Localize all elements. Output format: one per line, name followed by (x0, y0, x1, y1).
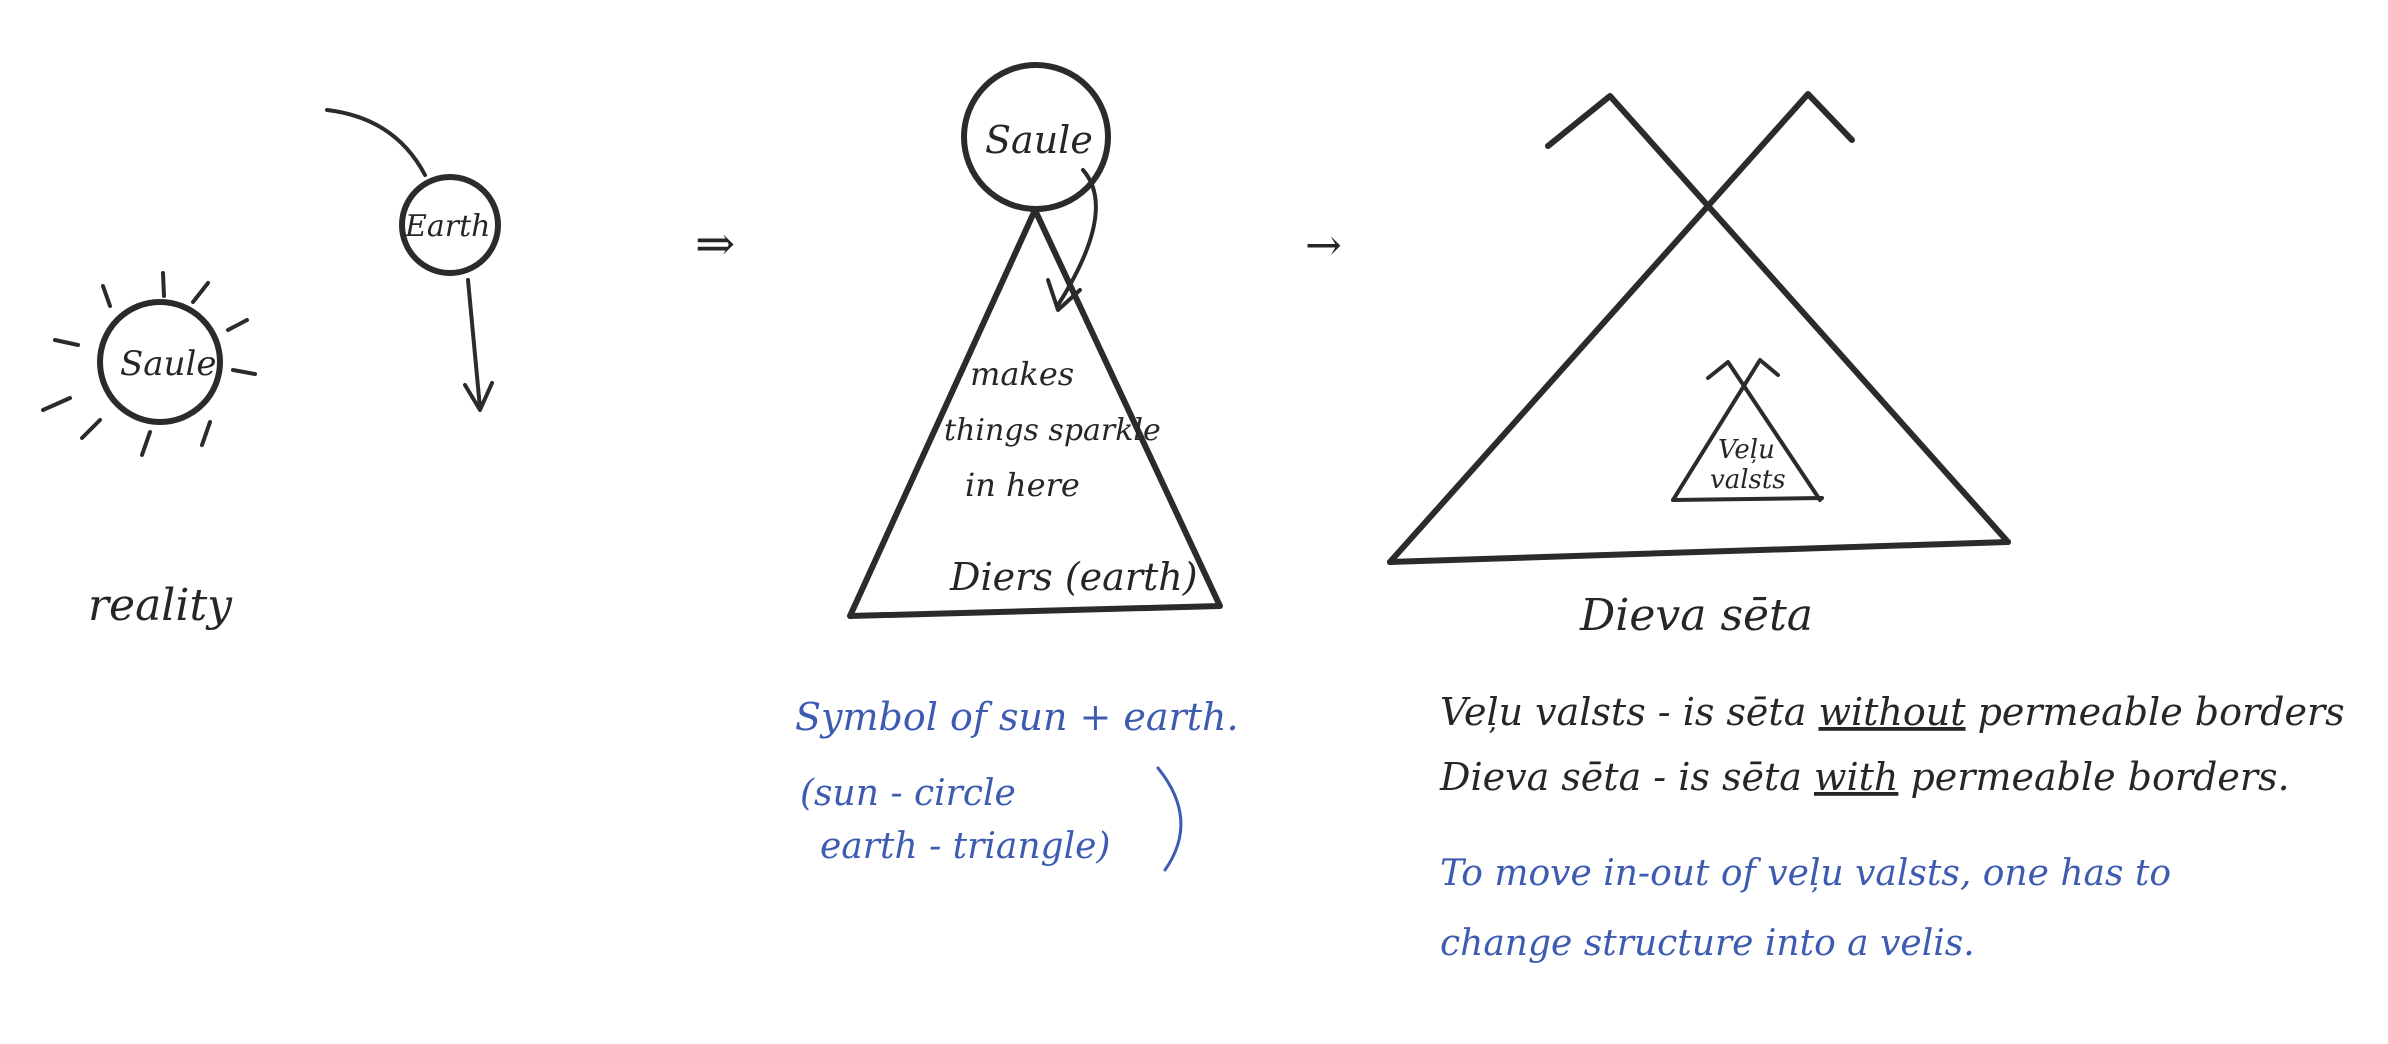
inside-text-line1: makes (970, 355, 1074, 393)
symbol-note-line2: (sun - circle (800, 773, 1016, 814)
inside-text-line3: in here (965, 466, 1080, 504)
velu-valsts-icon (1671, 358, 1824, 502)
panel-seta: Veļu valsts Dieva sēta Veļu valsts - is … (1387, 91, 2345, 964)
seta-text-line2: Dieva sēta - is sēta with permeable bord… (1439, 755, 2290, 799)
seta-line1-part-a: Veļu valsts - is sēta (1440, 690, 1818, 734)
arrow-icon: → (1305, 220, 1342, 271)
sun-icon (41, 271, 257, 457)
seta-note-line2: change structure into a velis. (1440, 923, 1975, 964)
inside-text-line2: things sparkle (944, 413, 1161, 448)
earth-icon (325, 108, 501, 412)
sun-label: Saule (120, 344, 216, 384)
seta-note-line1: To move in-out of veļu valsts, one has t… (1440, 853, 2171, 894)
symbol-note-line3: earth - triangle) (820, 826, 1110, 867)
saule-label: Saule (985, 118, 1093, 162)
diers-label: Diers (earth) (949, 555, 1198, 599)
panel-symbol: Saule makes things sparkle in here Diers… (795, 62, 1239, 872)
seta-text-line1: Veļu valsts - is sēta without permeable … (1440, 690, 2345, 734)
seta-line2-part-c: permeable borders. (1898, 755, 2289, 799)
dieva-seta-caption: Dieva sēta (1579, 590, 1813, 641)
velu-label: Veļu (1718, 435, 1775, 465)
seta-line2-emphasis: with (1814, 755, 1898, 799)
bracket-icon (1156, 766, 1183, 872)
seta-line2-part-a: Dieva sēta - is sēta (1439, 755, 1814, 799)
reality-caption: reality (88, 580, 233, 631)
seta-line1-emphasis: without (1818, 690, 1966, 734)
symbol-note-line1: Symbol of sun + earth. (795, 695, 1239, 739)
double-arrow-icon: ⇒ (695, 216, 735, 272)
dieva-seta-icon (1387, 91, 2011, 565)
valsts-label: valsts (1710, 465, 1786, 495)
earth-label: Earth (404, 209, 491, 244)
seta-line1-part-c: permeable borders (1965, 690, 2344, 734)
triangle-icon (847, 207, 1223, 619)
panel-reality: Saule Earth reality (41, 108, 501, 631)
